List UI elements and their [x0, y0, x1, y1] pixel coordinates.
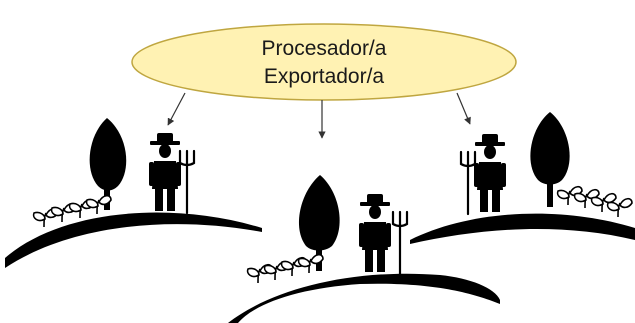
farm-right [410, 112, 635, 244]
seedlings-icon [246, 253, 324, 284]
pitchfork-icon [391, 210, 409, 276]
tree-icon [530, 112, 570, 207]
pitchfork-icon [178, 149, 196, 215]
hill-icon [5, 212, 262, 268]
farmer-icon [474, 134, 506, 212]
processor-exporter-node: Procesador/a Exportador/a [131, 23, 517, 101]
farm-left [5, 118, 262, 268]
hub-label-line1: Procesador/a [262, 37, 387, 60]
farm-center [228, 175, 500, 323]
hill-icon [228, 273, 500, 323]
farmer-icon [149, 133, 181, 211]
seedlings-icon [556, 185, 633, 218]
arrow-to-left-farm [167, 92, 186, 126]
farmer-icon [359, 194, 391, 272]
pitchfork-icon [459, 150, 477, 216]
hill-icon [410, 213, 635, 244]
arrow-to-right-farm [456, 92, 471, 125]
hub-label-line2: Exportador/a [264, 65, 385, 88]
connection-arrows [167, 92, 471, 139]
